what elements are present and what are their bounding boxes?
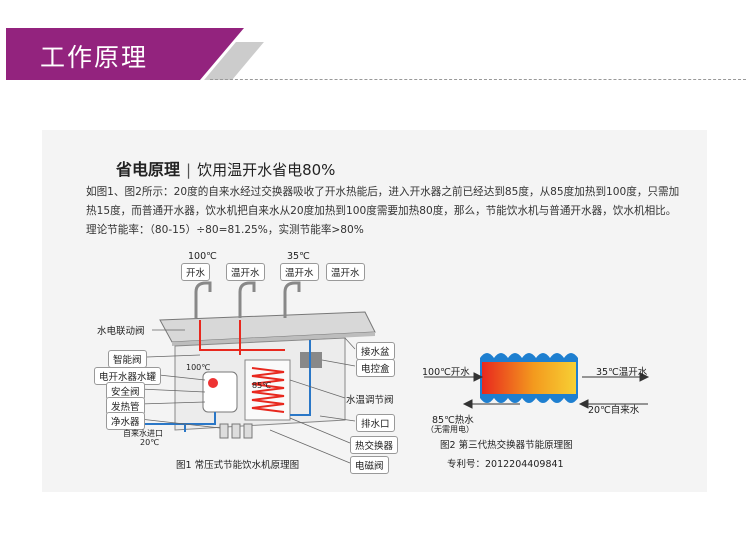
right-label-5: 热交换器 bbox=[350, 436, 399, 454]
page-title: 工作原理 bbox=[40, 43, 149, 72]
right-label-2: 电控盒 bbox=[356, 359, 395, 377]
left-label-6: 净水器 bbox=[106, 412, 145, 430]
inner-temp-85: 85℃ bbox=[252, 381, 272, 390]
tap-label-3: 温开水 bbox=[280, 263, 319, 281]
right-label-6: 电磁阀 bbox=[350, 456, 389, 474]
right-label-3: 水温调节阀 bbox=[346, 395, 394, 406]
section-title: 省电原理 | 饮用温开水省电80% bbox=[116, 156, 335, 180]
description-text: 如图1、图2所示：20度的自来水经过交换器吸收了开水热能后，进入开水器之前已经达… bbox=[86, 186, 680, 236]
right-label-4: 排水口 bbox=[356, 414, 395, 432]
left-label-1: 水电联动阀 bbox=[97, 326, 145, 337]
fig2-out-warm: 35℃温开水 bbox=[596, 367, 648, 378]
inlet-temp-label: 20℃ bbox=[140, 438, 160, 447]
fig2-in-hot: 100℃开水 bbox=[422, 367, 470, 378]
right-label-1: 接水盆 bbox=[356, 342, 395, 360]
inlet-label: 自来水进口 bbox=[123, 429, 163, 438]
header-divider bbox=[210, 79, 746, 80]
figure2-patent: 专利号：2012204409841 bbox=[447, 459, 564, 470]
tap-label-4: 温开水 bbox=[326, 263, 365, 281]
inner-temp-100: 100℃ bbox=[186, 363, 211, 372]
figure1-caption: 图1 常压式节能饮水机原理图 bbox=[176, 460, 300, 471]
left-label-2: 智能阀 bbox=[108, 350, 147, 368]
fig2-cold-in: 20℃自来水 bbox=[588, 405, 640, 416]
temp-label-35: 35℃ bbox=[287, 251, 310, 262]
temp-label-100: 100℃ bbox=[188, 251, 217, 262]
tap-label-2: 温开水 bbox=[226, 263, 265, 281]
tap-label-1: 开水 bbox=[181, 263, 211, 281]
section-title-rest: 饮用温开水省电80% bbox=[197, 161, 336, 179]
figure2-caption: 图2 第三代热交换器节能原理图 bbox=[440, 440, 573, 451]
section-title-separator: | bbox=[186, 161, 192, 179]
fig2-hot-note: （无需用电） bbox=[426, 425, 474, 434]
fig2-hot-water: 85℃热水 bbox=[432, 415, 474, 426]
section-title-bold: 省电原理 bbox=[116, 160, 181, 179]
